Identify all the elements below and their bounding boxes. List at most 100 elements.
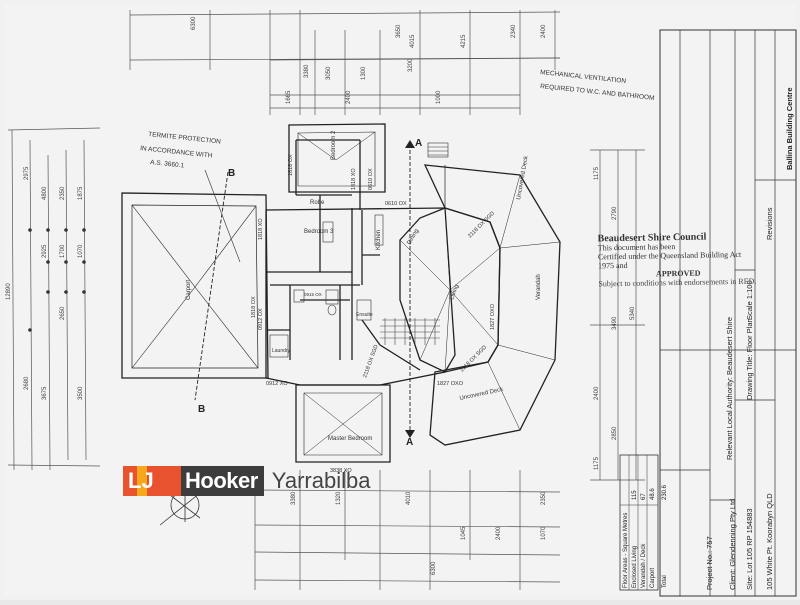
dim-top-9: 1665 xyxy=(286,90,292,104)
areas-row-2-value: 67 xyxy=(641,493,647,500)
title-address: 105 White Pt. Koorabyn QLD xyxy=(765,493,774,590)
dim-left-0: 12890 xyxy=(6,283,12,300)
title-site: Site: Lot 105 RP 154883 xyxy=(745,508,754,590)
dim-right-2: 5340 xyxy=(630,306,636,320)
office-name: Yarrabilba xyxy=(271,468,371,493)
dim-bottom-6: 1070 xyxy=(541,526,547,540)
section-marker-a-bottom: A xyxy=(406,437,413,448)
room-ensuite: Ensuite xyxy=(356,312,373,318)
areas-row-1-label: Enclosed Living xyxy=(632,546,638,588)
room-verandah: Verandah xyxy=(536,274,542,300)
window-15: 1818 OX xyxy=(251,296,257,318)
areas-row-3-value: 48.6 xyxy=(650,488,656,500)
areas-row-4-label: Total xyxy=(662,575,668,588)
dim-top-6: 2400 xyxy=(541,24,547,38)
right-dimension-lines xyxy=(590,149,645,481)
fixtures xyxy=(269,214,384,358)
areas-row-4-value: 230.6 xyxy=(662,484,668,500)
window-9: 3838 XO xyxy=(330,468,352,474)
window-12: 0610 OX xyxy=(385,201,407,207)
areas-row-3-label: Carport xyxy=(650,568,656,588)
window-6: 1827 OXO xyxy=(437,381,464,387)
dim-left-11: 3500 xyxy=(78,386,84,400)
areas-row-2-label: Verandah / Deck xyxy=(641,543,647,588)
note-termite-3: A.S. 3660.1 xyxy=(150,159,185,170)
dim-top-2: 3650 xyxy=(396,24,402,38)
dim-right-4: 2400 xyxy=(594,386,600,400)
brand-lj: LJ xyxy=(128,468,154,493)
title-project: Project No.: 757 xyxy=(705,536,714,590)
room-master-bedroom: Master Bedroom xyxy=(328,436,372,442)
section-marker-a-top: A xyxy=(415,138,422,149)
section-marker-b-bottom: B xyxy=(198,404,205,415)
dim-right-3: 3490 xyxy=(612,316,618,330)
room-bedroom-3: Bedroom 3 xyxy=(304,229,334,235)
room-laundry: Laundry xyxy=(272,348,291,354)
dim-top-4: 4215 xyxy=(461,34,467,48)
room-kitchen: Kitchen xyxy=(376,230,382,250)
brand-hooker: Hooker xyxy=(181,466,264,496)
bottom-dimension-lines xyxy=(254,470,561,590)
dim-bottom-5: 2400 xyxy=(496,526,502,540)
dim-bottom-2: 4010 xyxy=(406,491,412,505)
dim-left-4: 2925 xyxy=(42,244,48,258)
dim-top-1: 3380 xyxy=(304,64,310,78)
window-8: 0912 XO xyxy=(266,381,288,387)
dim-left-1: 2975 xyxy=(24,166,30,180)
dim-bottom-3: 6300 xyxy=(431,561,437,575)
window-1: 1818 OX xyxy=(288,154,294,176)
dim-bottom-1: 1320 xyxy=(336,491,342,505)
window-13: 0915 OX xyxy=(304,292,322,297)
left-dimension-ticks xyxy=(28,228,86,332)
room-living: Living xyxy=(449,284,460,301)
note-leader-line xyxy=(204,169,241,263)
left-dimension-lines xyxy=(7,127,101,471)
title-block: Ballina Building Centre Revisions Drawin… xyxy=(619,29,797,597)
stairs xyxy=(427,142,449,158)
areas-header: Floor Areas - Square Metres xyxy=(623,513,629,588)
window-4: 1827 OXO xyxy=(490,303,496,330)
window-3: 0610 OX xyxy=(368,168,374,190)
title-scale: Scale 1:100 xyxy=(745,280,754,320)
dim-top-10: 3200 xyxy=(408,58,414,72)
title-client: Client: Glendenning Pty Ltd xyxy=(728,499,737,590)
top-dimension-lines xyxy=(129,10,561,115)
lj-logo-mark: LJ xyxy=(123,466,181,496)
council-approval-stamp: Beaudesert Shire Council This document h… xyxy=(598,232,759,289)
dim-bottom-7: 2350 xyxy=(541,491,547,505)
dim-top-3: 4015 xyxy=(410,34,416,48)
floor-areas-table: Floor Areas - Square Metres Enclosed Liv… xyxy=(619,454,659,591)
dim-left-8: 1070 xyxy=(78,244,84,258)
dim-left-7: 1875 xyxy=(78,186,84,200)
dim-left-3: 4800 xyxy=(42,186,48,200)
room-carport: Carport xyxy=(186,280,192,300)
section-marker-b-top: B xyxy=(228,168,235,179)
dim-top-11: 2400 xyxy=(346,90,352,104)
dim-top-5: 2340 xyxy=(511,24,517,38)
dim-top-0: 6300 xyxy=(191,16,197,30)
title-revisions: Revisions xyxy=(765,207,774,240)
dim-right-0: 1175 xyxy=(594,166,600,180)
dim-bottom-0: 3380 xyxy=(291,491,297,505)
dim-left-9: 2650 xyxy=(60,306,66,320)
dim-bottom-4: 1045 xyxy=(461,526,467,540)
dim-left-6: 1700 xyxy=(60,244,66,258)
room-bedroom-2: Bedroom 2 xyxy=(331,130,337,160)
window-2: 1818 XO xyxy=(258,218,264,240)
dim-top-8: 1300 xyxy=(361,66,367,80)
dim-right-5: 1175 xyxy=(594,456,600,470)
window-10: 0912 OX xyxy=(258,308,264,330)
dim-right-1: 2790 xyxy=(612,206,618,220)
dim-right-6: 2850 xyxy=(612,426,618,440)
title-drawing-title: Drawing Title: Floor Plan xyxy=(745,318,754,400)
dim-top-7: 3050 xyxy=(326,66,332,80)
room-robe: Robe xyxy=(310,200,325,206)
areas-row-1-value: 115 xyxy=(632,490,638,500)
section-lines xyxy=(194,150,411,430)
dim-left-5: 2350 xyxy=(60,186,66,200)
dim-left-2: 2680 xyxy=(24,376,30,390)
dim-left-10: 3675 xyxy=(42,386,48,400)
title-company: Ballina Building Centre xyxy=(785,87,794,170)
